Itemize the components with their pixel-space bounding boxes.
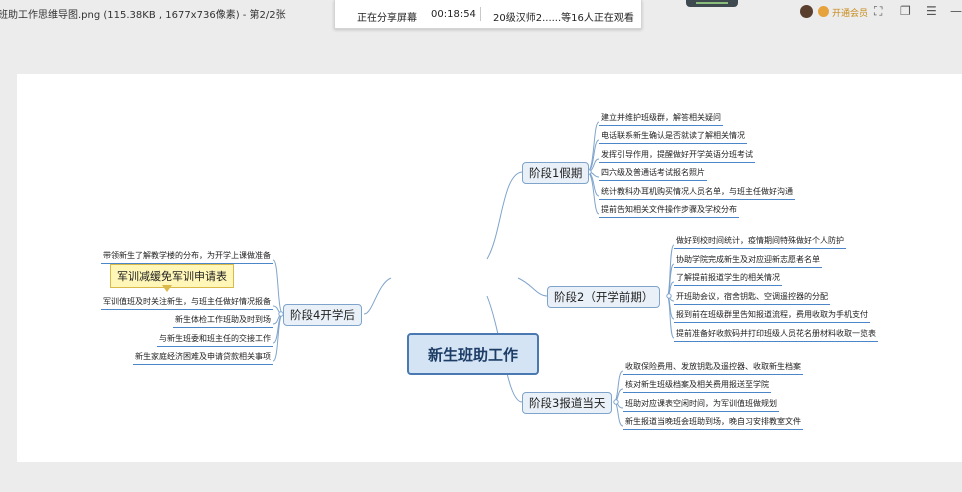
- stage2-topic[interactable]: 阶段2（开学前期）: [547, 286, 661, 308]
- title-bar: 班助工作思维导图.png (115.38KB , 1677x736像素) - 第…: [0, 0, 962, 29]
- menu-icon[interactable]: ☰: [926, 4, 937, 18]
- fullscreen-icon[interactable]: ⛶: [874, 4, 883, 18]
- stage4-topic[interactable]: 阶段4开学后: [283, 304, 362, 326]
- stage2-item: 做好到校时间统计，疫情期间特殊做好个人防护: [674, 235, 846, 249]
- stage4-item: 新生家庭经济困难及申请贷款相关事项: [133, 351, 273, 365]
- stage1-item: 统计教科办耳机购买情况人员名单，与班主任做好沟通: [599, 186, 795, 200]
- stage3-topic[interactable]: 阶段3报道当天: [522, 392, 613, 414]
- stage1-item: 电话联系新生确认是否就读了解相关情况: [599, 130, 747, 144]
- stage1-item: 提前告知相关文件操作步骤及学校分布: [599, 204, 739, 218]
- stage3-item: 核对新生班级档案及相关费用报送至学院: [623, 379, 771, 393]
- share-timer: 00:18:54: [431, 9, 476, 20]
- vip-coin-icon[interactable]: [818, 6, 829, 17]
- shared-window-thumbnail[interactable]: [686, 0, 738, 7]
- stage1-item: 建立并维护班级群，解答相关疑问: [599, 112, 723, 126]
- callout-tail: [162, 285, 172, 292]
- avatar[interactable]: [800, 5, 813, 18]
- window-icon[interactable]: ❐: [900, 4, 911, 18]
- stage2-item: 提前准备好收款码并打印班级人员花名册材料收取一览表: [674, 328, 878, 342]
- mindmap-center-topic[interactable]: 新生班助工作: [407, 333, 539, 375]
- stage2-item: 协助学院完成新生及对应迎新志愿者名单: [674, 254, 822, 268]
- stage4-item: 新生体检工作班助及时到场: [173, 314, 273, 328]
- stage3-item: 新生报道当晚班会班助到场，晚自习安排教室文件: [623, 416, 803, 430]
- stage2-item: 开班助会议，宿舍钥匙、空调遥控器的分配: [674, 291, 830, 305]
- stage4-item: 带领新生了解教学楼的分布，为开学上课做准备: [101, 250, 273, 264]
- stage1-item: 发挥引导作用，提醒做好开学英语分班考试: [599, 149, 755, 163]
- stage2-item: 报到前在班级群里告知报道流程，费用收取为手机支付: [674, 309, 870, 323]
- stage2-item: 了解提前报道学生的相关情况: [674, 272, 782, 286]
- callout-note[interactable]: 军训减缓免军训申请表: [110, 264, 234, 288]
- viewer-count[interactable]: 20级汉师2......等16人正在观看: [493, 13, 634, 24]
- stage4-item: 军训值班及时关注新生，与班主任做好情况报备: [101, 296, 273, 310]
- vip-link[interactable]: 开通会员: [832, 9, 869, 19]
- share-status: 正在分享屏幕: [357, 13, 417, 24]
- stage4-item: 与新生班委和班主任的交接工作: [157, 333, 273, 347]
- stage3-item: 收取保险费用、发放钥匙及遥控器、收取新生档案: [623, 361, 803, 375]
- stage1-topic[interactable]: 阶段1假期: [522, 162, 590, 184]
- stage3-item: 班助对应课表空闲时间，为军训值班做规划: [623, 398, 779, 412]
- divider: [480, 7, 481, 21]
- window-title: 班助工作思维导图.png (115.38KB , 1677x736像素) - 第…: [0, 10, 286, 21]
- stage1-item: 四六级及普通话考试报名照片: [599, 167, 707, 181]
- screen-share-bar[interactable]: 正在分享屏幕 00:18:54 20级汉师2......等16人正在观看: [334, 0, 642, 29]
- minimize-icon[interactable]: —: [950, 4, 962, 18]
